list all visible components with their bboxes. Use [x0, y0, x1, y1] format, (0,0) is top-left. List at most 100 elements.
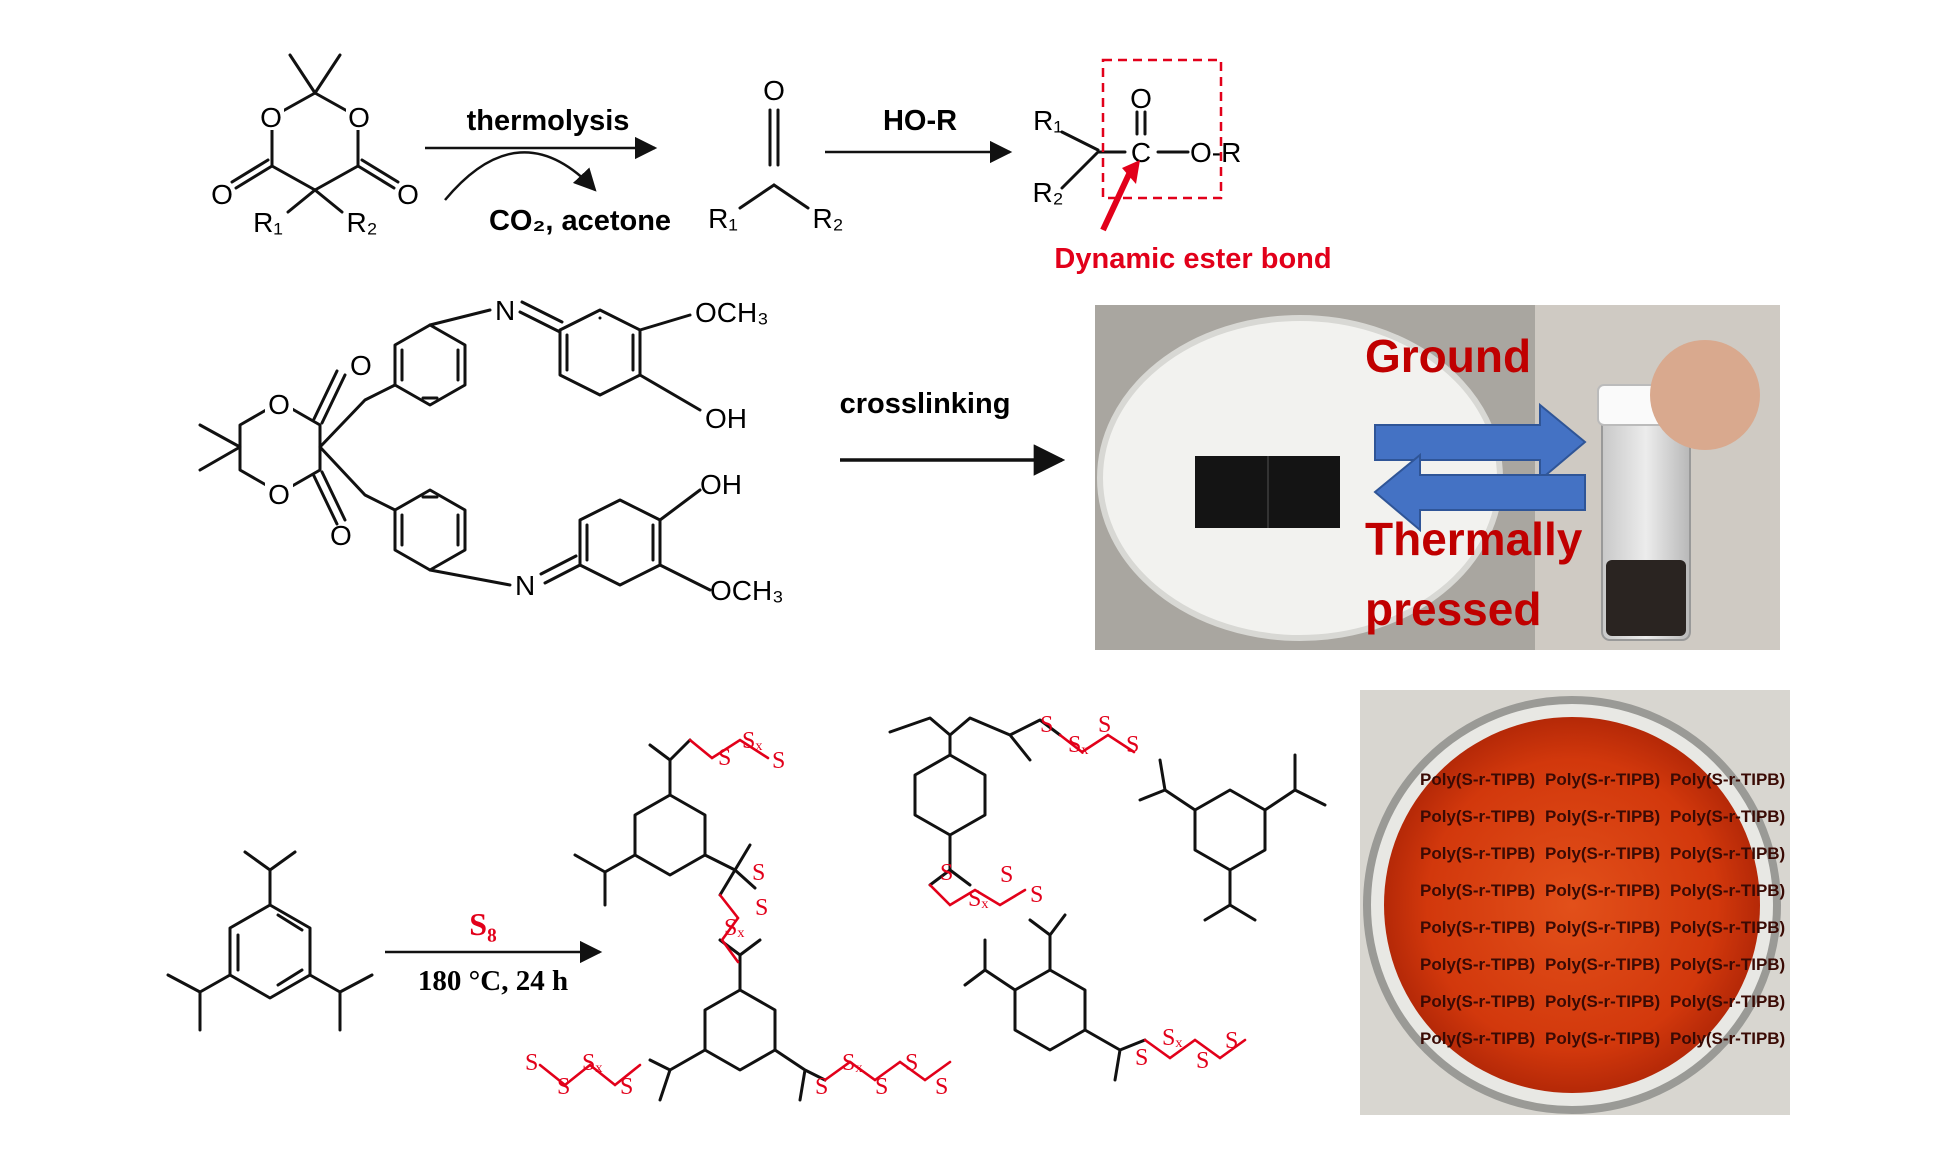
sulfur-atom: S	[718, 745, 731, 771]
thermally-label: Thermally	[1365, 513, 1583, 565]
poly-label-text-grid: Poly(S-r-TIPB) Poly(S-r-TIPB) Poly(S-r-TIP…	[1420, 770, 1785, 1048]
sulfur-atom: S	[875, 1074, 888, 1100]
sulfur-atom: S	[620, 1074, 633, 1100]
sulfur-chain-x: Sₓ	[968, 886, 988, 912]
poly-label-text: Poly(S-r-TIPB)	[1420, 844, 1535, 863]
byproducts-label: CO₂, acetone	[489, 205, 671, 237]
ketene-r1: R₁	[708, 203, 738, 234]
meldrum-acid-structure: O O O O R₁ R₂	[211, 53, 419, 238]
poly-label-text: Poly(S-r-TIPB)	[1670, 807, 1785, 826]
poly-s-r-tipb-network-structure: S Sₓ S S Sₓ S S S S Sₓ S Sₓ S S S S Sₓ S…	[525, 712, 1327, 1102]
r2-label: R₂	[346, 207, 377, 238]
ester-carbon: C	[1131, 137, 1151, 168]
hand	[1650, 340, 1760, 450]
ketene-structure: O R₁ R₂	[708, 75, 843, 234]
reaction-conditions-label: 180 °C, 24 h	[418, 965, 568, 997]
sulfur-atom: S	[815, 1074, 828, 1100]
tipb-monomer-structure	[166, 850, 374, 1032]
poly-label-text: Poly(S-r-TIPB)	[1420, 1029, 1535, 1048]
poly-s-r-tipb-disc	[1384, 717, 1760, 1093]
poly-label-text: Poly(S-r-TIPB)	[1545, 918, 1660, 937]
sulfur-atom: S	[1225, 1028, 1238, 1054]
monomer-carbonyl-o-top: O	[350, 350, 372, 381]
poly-label-text: Poly(S-r-TIPB)	[1545, 844, 1660, 863]
poly-label-text: Poly(S-r-TIPB)	[1545, 881, 1660, 900]
monomer-carbonyl-o-bottom: O	[330, 520, 352, 551]
sulfur-atom: S	[752, 860, 765, 886]
poly-label-text: Poly(S-r-TIPB)	[1670, 918, 1785, 937]
sulfur-chain-x: Sₓ	[582, 1050, 602, 1076]
sulfur-atom: S	[772, 748, 785, 774]
sulfur-atom: S	[940, 860, 953, 886]
ground-arrow	[1374, 402, 1587, 483]
poly-label-text: Poly(S-r-TIPB)	[1420, 770, 1535, 789]
sulfur-polymerization-arrow: S₈ 180 °C, 24 h	[385, 906, 603, 997]
dynamic-ester-annotation: Dynamic ester bond	[1054, 243, 1331, 275]
sulfur-atom: S	[935, 1074, 948, 1100]
sulfur-chain-x: Sₓ	[1068, 732, 1088, 758]
ester-or-group: O-R	[1190, 137, 1241, 168]
sulfur-atom: S	[755, 895, 768, 921]
poly-label-text: Poly(S-r-TIPB)	[1670, 1029, 1785, 1048]
carbonyl-oxygen-left: O	[211, 179, 233, 210]
sulfur-atom: S	[905, 1050, 918, 1076]
ketene-oxygen: O	[763, 75, 785, 106]
sulfur-chain-x: Sₓ	[742, 728, 762, 754]
sulfur-atom: S	[525, 1050, 538, 1076]
poly-label-text: Poly(S-r-TIPB)	[1420, 918, 1535, 937]
sulfur-atom: S	[557, 1074, 570, 1100]
sulfur-atom: S	[1135, 1045, 1148, 1071]
poly-label-text: Poly(S-r-TIPB)	[1545, 955, 1660, 974]
poly-label-text: Poly(S-r-TIPB)	[1545, 807, 1660, 826]
poly-label-text: Poly(S-r-TIPB)	[1545, 992, 1660, 1011]
ketene-r2: R₂	[812, 203, 843, 234]
hydroxyl-bottom: OH	[700, 469, 742, 500]
thermolysis-label: thermolysis	[467, 105, 630, 137]
poly-label-text: Poly(S-r-TIPB)	[1670, 844, 1785, 863]
alcohol-arrow: HO-R	[825, 105, 1013, 164]
poly-label-text: Poly(S-r-TIPB)	[1420, 992, 1535, 1011]
reprocessing-photo: Ground Thermally pressed	[1095, 305, 1780, 650]
methoxy-bottom: OCH₃	[710, 575, 784, 606]
poly-label-text: Poly(S-r-TIPB)	[1420, 955, 1535, 974]
sulfur-atom: S	[1196, 1048, 1209, 1074]
hydroxyl-top: OH	[705, 403, 747, 434]
ester-r1: R₁	[1033, 105, 1063, 136]
r1-label: R₁	[253, 207, 283, 238]
sulfur-atom: S	[1040, 712, 1053, 738]
poly-label-text: Poly(S-r-TIPB)	[1670, 881, 1785, 900]
ester-product-structure: R₁ R₂ O C O-R Dynamic ester bond	[1032, 58, 1332, 275]
pressed-label: pressed	[1365, 583, 1541, 635]
alcohol-label: HO-R	[883, 105, 957, 137]
poly-label-text: Poly(S-r-TIPB)	[1545, 770, 1660, 789]
poly-label-text: Poly(S-r-TIPB)	[1670, 955, 1785, 974]
carbonyl-oxygen-right: O	[397, 179, 419, 210]
sulfur-atom: S	[1126, 732, 1139, 758]
monomer-ring-o-bottom: O	[268, 479, 290, 510]
sulfur-chain-x: Sₓ	[724, 915, 744, 941]
methoxy-top: OCH₃	[695, 297, 769, 328]
ground-powder	[1606, 560, 1686, 636]
sulfur-atom: S	[1000, 862, 1013, 888]
ring-oxygen-left: O	[260, 102, 282, 133]
poly-label-text: Poly(S-r-TIPB)	[1420, 881, 1535, 900]
ester-carbonyl-oxygen: O	[1130, 83, 1152, 114]
ring-oxygen-right: O	[348, 102, 370, 133]
sulfur-chain-x: Sₓ	[1162, 1025, 1182, 1051]
poly-label-text: Poly(S-r-TIPB)	[1670, 770, 1785, 789]
thermolysis-arrow: thermolysis CO₂, acetone	[425, 105, 671, 237]
sulfur-atom: S	[1030, 882, 1043, 908]
imine-n-bottom: N	[515, 570, 535, 601]
dynamic-bond-highlight	[1101, 58, 1223, 200]
poly-label-text: Poly(S-r-TIPB)	[1670, 992, 1785, 1011]
poly-label-text: Poly(S-r-TIPB)	[1545, 1029, 1660, 1048]
monomer-ring-o-top: O	[268, 389, 290, 420]
crosslinking-arrow: crosslinking	[840, 388, 1066, 476]
sulfur-reagent-label: S₈	[469, 906, 496, 942]
bis-vanillin-monomer-structure: O O O O N OCH₃ OH N OH OCH₃	[198, 295, 784, 606]
crosslinking-label: crosslinking	[840, 388, 1011, 420]
imine-n-top: N	[495, 295, 515, 326]
thermally-pressed-arrow	[1373, 452, 1586, 533]
